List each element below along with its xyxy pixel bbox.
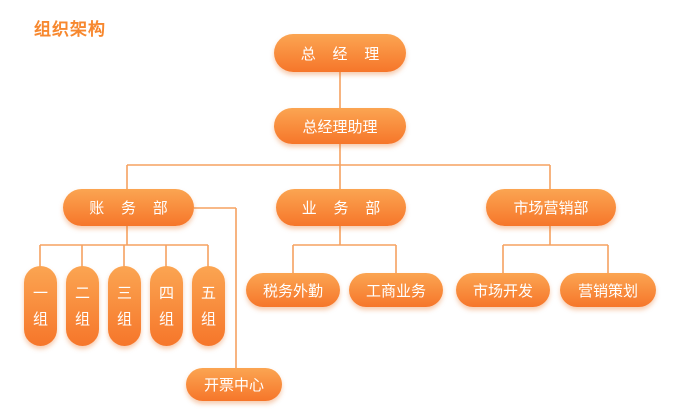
node-marketing-dept[interactable]: 市场营销部 <box>486 189 616 226</box>
group-label-bottom: 组 <box>200 310 216 328</box>
node-group-5[interactable]: 五 组 <box>192 266 225 346</box>
node-market-development[interactable]: 市场开发 <box>456 273 550 307</box>
node-invoice-center[interactable]: 开票中心 <box>186 368 282 401</box>
node-general-manager[interactable]: 总 经 理 <box>274 34 406 72</box>
node-label: 工商业务 <box>365 281 426 300</box>
node-label: 总经理助理 <box>302 117 378 136</box>
node-business-registration[interactable]: 工商业务 <box>349 273 443 307</box>
group-label-bottom: 组 <box>158 310 174 328</box>
group-label-top: 二 <box>74 284 90 302</box>
group-label-top: 三 <box>116 284 132 302</box>
node-label: 市场营销部 <box>513 199 589 217</box>
node-tax-field[interactable]: 税务外勤 <box>246 273 340 307</box>
group-label-bottom: 组 <box>32 310 48 328</box>
node-group-1[interactable]: 一 组 <box>24 266 57 346</box>
node-label: 业 务 部 <box>301 199 387 217</box>
group-label-top: 四 <box>158 284 174 302</box>
node-marketing-planning[interactable]: 营销策划 <box>560 273 656 307</box>
group-label-bottom: 组 <box>74 310 90 328</box>
node-group-2[interactable]: 二 组 <box>66 266 99 346</box>
group-label-top: 五 <box>200 284 216 302</box>
node-gm-assistant[interactable]: 总经理助理 <box>274 108 406 144</box>
node-group-3[interactable]: 三 组 <box>108 266 141 346</box>
node-label: 营销策划 <box>577 281 638 300</box>
group-label-top: 一 <box>32 284 48 302</box>
node-group-4[interactable]: 四 组 <box>150 266 183 346</box>
node-label: 总 经 理 <box>300 44 386 63</box>
node-label: 账 务 部 <box>89 199 174 217</box>
page-title: 组织架构 <box>34 20 106 40</box>
node-label: 税务外勤 <box>262 281 323 300</box>
node-label: 市场开发 <box>472 281 533 300</box>
node-accounts-dept[interactable]: 账 务 部 <box>63 189 194 226</box>
group-label-bottom: 组 <box>116 310 132 328</box>
node-label: 开票中心 <box>203 376 264 394</box>
node-business-dept[interactable]: 业 务 部 <box>276 189 406 226</box>
